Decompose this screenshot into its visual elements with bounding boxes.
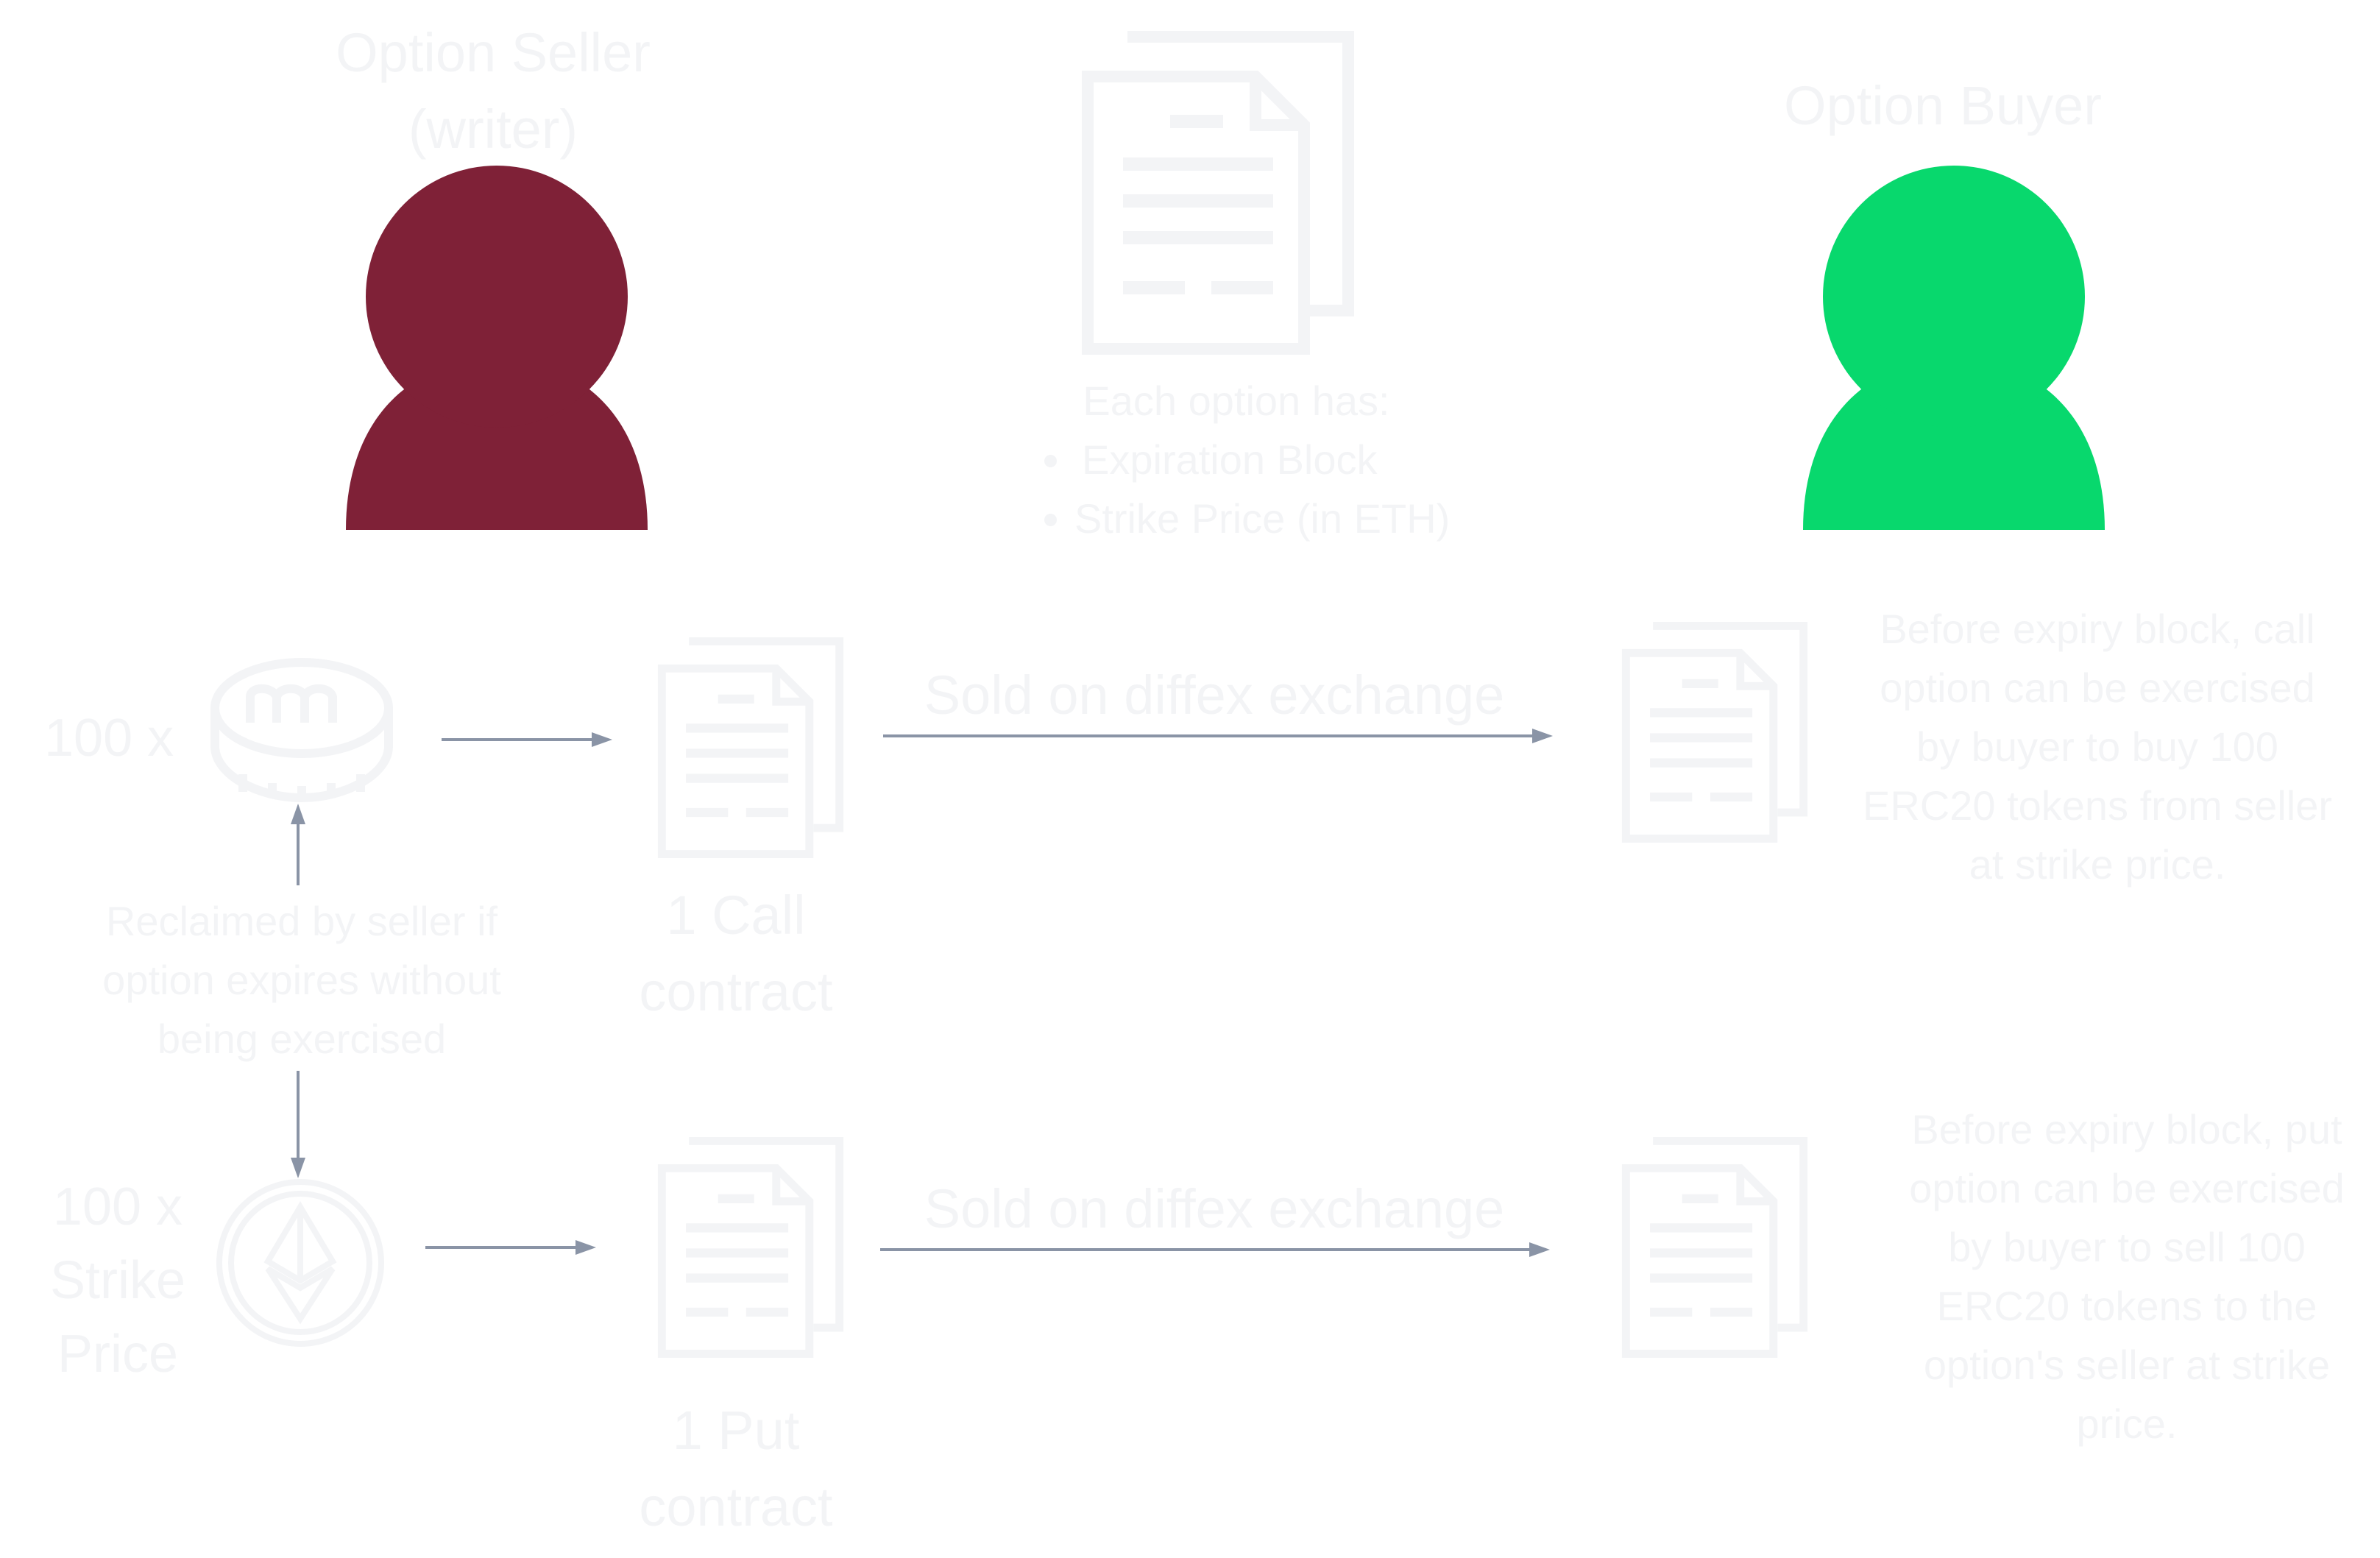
call-contract-label: 1 Call contract xyxy=(639,885,833,1022)
call-document-icon xyxy=(657,637,844,858)
eth-amount-label: 100 x Strike Price xyxy=(49,1178,186,1384)
arrow-put-exchange xyxy=(880,1242,1550,1257)
arrow-reclaim-down xyxy=(291,1071,305,1178)
arrow-call-exchange xyxy=(883,729,1553,743)
buyer-call-document-icon xyxy=(1621,622,1808,843)
arrow-token-to-call xyxy=(442,732,612,747)
document-stack-icon xyxy=(1082,31,1354,355)
option-info: Each option has: Expiration Block Strike… xyxy=(1016,372,1457,548)
seller-avatar-icon xyxy=(346,166,648,530)
put-document-icon xyxy=(657,1137,844,1358)
arrow-reclaim-up xyxy=(291,804,305,885)
option-info-item: Expiration Block xyxy=(1074,431,1457,489)
buyer-title: Option Buyer xyxy=(1784,75,2102,136)
token-amount-label: 100 x xyxy=(44,709,174,768)
ethereum-icon xyxy=(216,1179,384,1347)
put-buyer-note: Before expiry block, put option can be e… xyxy=(1909,1106,2345,1447)
seller-title: Option Seller (writer) xyxy=(336,22,651,160)
buyer-avatar-icon xyxy=(1803,166,2105,530)
option-info-heading: Each option has: xyxy=(1083,378,1390,424)
buyer-put-document-icon xyxy=(1621,1137,1808,1358)
coin-icon xyxy=(210,658,393,803)
call-exchange-label: Sold on diffex exchange xyxy=(924,665,1505,726)
option-info-item: Strike Price (in ETH) xyxy=(1074,489,1457,548)
arrow-eth-to-put xyxy=(425,1240,596,1255)
put-exchange-label: Sold on diffex exchange xyxy=(924,1178,1505,1239)
put-contract-label: 1 Put contract xyxy=(639,1400,833,1537)
reclaim-note: Reclaimed by seller if option expires wi… xyxy=(102,898,501,1062)
call-buyer-note: Before expiry block, call option can be … xyxy=(1862,606,2332,888)
